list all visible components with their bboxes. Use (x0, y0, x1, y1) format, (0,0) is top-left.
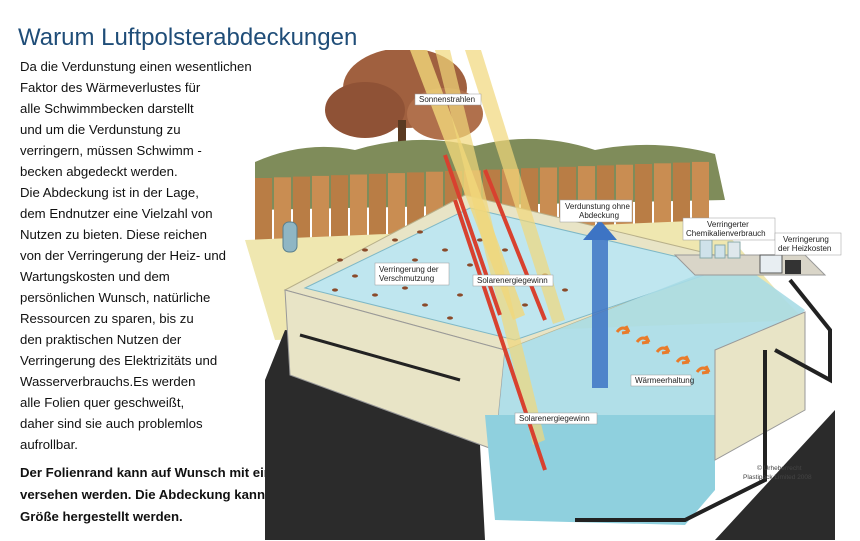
leaf (467, 263, 473, 267)
leaf (337, 258, 343, 262)
leaf (332, 288, 338, 292)
heat-arrow (695, 365, 711, 375)
equipment-shelf (673, 239, 827, 276)
fence-plank (312, 175, 329, 238)
heat-arrow (655, 345, 671, 355)
label-chemicals: Verringerter Chemikalienverbrauch (682, 217, 776, 241)
text-line: becken abgedeckt werden. (20, 164, 178, 179)
leaf (402, 286, 408, 290)
text-line: dem Endnutzer eine Vielzahl von (20, 206, 213, 221)
cover-roller (282, 221, 298, 253)
pool-deep-water (485, 415, 715, 525)
label-dirt: Verringerung der Verschmutzung (374, 262, 450, 286)
text-line: daher sind sie auch problemlos (20, 416, 203, 431)
fence-plank (654, 163, 671, 226)
fence-plank (388, 173, 405, 236)
leaf (362, 248, 368, 252)
label-solar-top: Solarenergiegewinn (472, 274, 554, 287)
text-line: Verringerung des Elektrizitäts und (20, 353, 218, 368)
svg-text:Solarenergiegewinn: Solarenergiegewinn (477, 276, 548, 285)
fence-plank (673, 162, 690, 225)
label-evaporation: Verdunstung ohne Abdeckung (559, 199, 633, 223)
leaf (562, 288, 568, 292)
label-heating: Verringerung der Heizkosten (774, 232, 842, 256)
text-line: aufrollbar. (20, 437, 78, 452)
text-line: und um die Verdunstung zu (20, 122, 181, 137)
leaf (447, 316, 453, 320)
text-line: von der Verringerung der Heiz- und (20, 248, 226, 263)
text-line: alle Schwimmbecken darstellt (20, 101, 194, 116)
copyright-note: © Urheberrecht Plastipack Limited 2008 (743, 464, 812, 481)
pipe-line-2 (774, 278, 832, 384)
leaf (502, 248, 508, 252)
leaf (477, 238, 483, 242)
label-heat-retention: Wärmeerhaltung (630, 374, 694, 387)
text-line: Größe hergestellt werden. (20, 509, 183, 524)
leaf (442, 248, 448, 252)
text-line: Die Abdeckung ist in der Lage, (20, 185, 199, 200)
pool-cover-diagram: Sonnenstrahlen Verdunstung ohne Abdeckun… (245, 50, 842, 540)
svg-text:Verringerung der: Verringerung der (379, 265, 439, 274)
heat-arrow (615, 325, 631, 335)
svg-text:Abdeckung: Abdeckung (579, 211, 619, 220)
leaf (372, 293, 378, 297)
leaf (417, 230, 423, 234)
sun-rays (410, 50, 565, 471)
heat-retention-arrows (615, 325, 711, 375)
svg-text:Verringerung: Verringerung (783, 235, 829, 244)
leaf (392, 238, 398, 242)
leaf (422, 303, 428, 307)
svg-text:Plastipack Limited 2008: Plastipack Limited 2008 (743, 474, 812, 481)
wall-pipe (299, 333, 461, 382)
label-sun-rays: Sonnenstrahlen (414, 93, 482, 106)
svg-text:Wärmeerhaltung: Wärmeerhaltung (635, 376, 694, 385)
svg-text:Verdunstung ohne: Verdunstung ohne (565, 202, 630, 211)
svg-text:© Urheberrecht: © Urheberrecht (757, 464, 802, 472)
svg-text:Chemikalienverbrauch: Chemikalienverbrauch (686, 229, 766, 238)
text-line: Ressourcen zu sparen, bis zu (20, 311, 194, 326)
text-line: Wasserverbrauchs.Es werden (20, 374, 196, 389)
page-title: Warum Luftpolsterabdeckungen (18, 24, 358, 52)
svg-text:Verschmutzung: Verschmutzung (379, 274, 434, 283)
heat-arrow (675, 355, 691, 365)
text-line: Faktor des Wärmeverlustes für (20, 80, 201, 95)
leaf (412, 258, 418, 262)
svg-text:Verringerter: Verringerter (707, 220, 749, 229)
fence-plank (255, 178, 272, 240)
leaf (522, 303, 528, 307)
text-line: verringern, müssen Schwimm - (20, 143, 202, 158)
fence-plank (692, 161, 709, 224)
svg-text:der Heizkosten: der Heizkosten (778, 244, 831, 253)
leaf (352, 274, 358, 278)
text-line: alle Folien quer geschweißt, (20, 395, 185, 410)
label-solar-bottom: Solarenergiegewinn (514, 412, 598, 425)
pool-right-wall (714, 311, 806, 461)
fence-illustration (255, 161, 709, 240)
pipe-line (575, 350, 767, 522)
fence-plank (369, 173, 386, 236)
fence-plank (350, 174, 367, 237)
text-line: Wartungskosten und dem (20, 269, 170, 284)
text-line: persönlichen Wunsch, natürliche (20, 290, 211, 305)
heat-arrow (635, 335, 651, 345)
svg-text:Sonnenstrahlen: Sonnenstrahlen (419, 95, 475, 104)
leaf (457, 293, 463, 297)
text-line: Da die Verdunstung einen wesentlichen (20, 59, 252, 74)
fence-plank (331, 175, 348, 238)
text-line: den praktischen Nutzen der (20, 332, 182, 347)
fence-plank (293, 176, 310, 239)
text-line: Nutzen zu bieten. Diese reichen (20, 227, 207, 242)
fence-plank (635, 164, 652, 226)
evaporation-arrow (583, 220, 617, 388)
svg-text:Solarenergiegewinn: Solarenergiegewinn (519, 414, 590, 423)
